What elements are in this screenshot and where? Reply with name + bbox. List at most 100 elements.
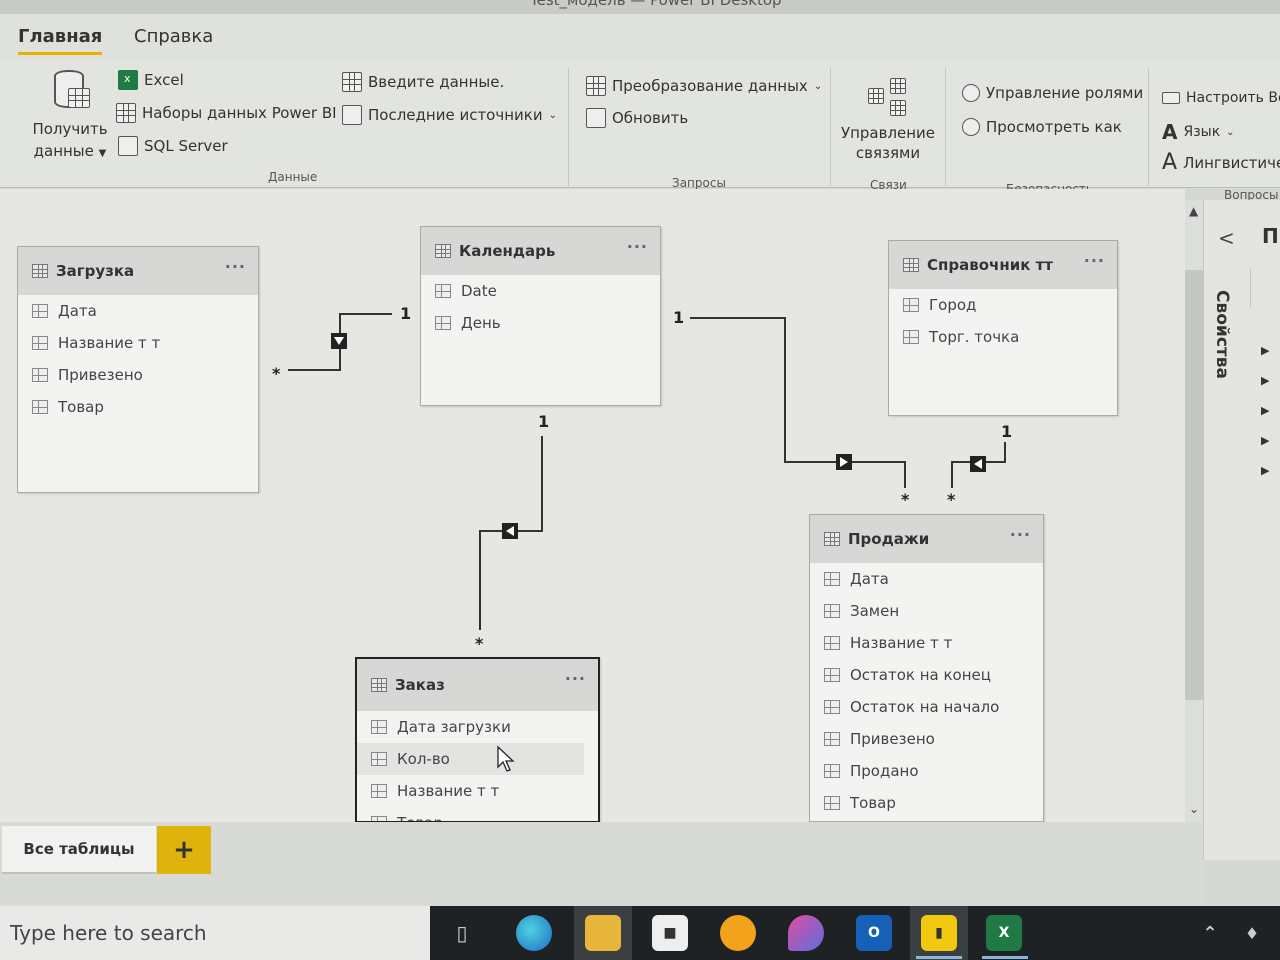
field-icon	[824, 764, 840, 778]
table-header[interactable]: Заказ ···	[357, 659, 598, 711]
field-row[interactable]: Продано	[810, 755, 1043, 787]
edge-browser-icon[interactable]	[516, 915, 552, 951]
scroll-down-icon[interactable]: ⌄	[1189, 802, 1200, 816]
field-row[interactable]: Дата	[18, 295, 258, 327]
tab-all-tables[interactable]: Все таблицы	[2, 826, 156, 874]
more-options-icon[interactable]: ···	[564, 669, 586, 688]
powerbi-datasets-button[interactable]: Наборы данных Power BI	[116, 103, 337, 123]
field-row[interactable]: Город	[889, 289, 1117, 321]
search-box[interactable]	[1250, 268, 1280, 308]
tab-help[interactable]: Справка	[134, 26, 214, 47]
field-row[interactable]: Торг. точка	[889, 321, 1117, 353]
chevron-right-icon[interactable]: ▶	[1261, 344, 1270, 357]
field-icon	[32, 304, 48, 318]
scroll-up-icon[interactable]: ▲	[1189, 204, 1199, 218]
task-view-icon[interactable]: ▯	[456, 921, 468, 945]
language-button[interactable]: A Язык ⌄	[1162, 120, 1235, 144]
maps-icon[interactable]	[788, 915, 824, 951]
field-row[interactable]: Название т т	[810, 627, 1043, 659]
table-icon	[435, 244, 451, 258]
ribbon-separator	[1148, 68, 1149, 186]
field-row[interactable]: Дата загрузки	[357, 711, 598, 743]
field-label: Продано	[850, 762, 919, 780]
refresh-button[interactable]: Обновить	[586, 108, 688, 128]
tray-icon[interactable]: ♦	[1244, 923, 1260, 943]
chevron-up-icon[interactable]: ⌃	[1202, 922, 1218, 944]
chevron-left-icon[interactable]: <	[1218, 226, 1235, 250]
view-as-label: Просмотреть как	[986, 118, 1122, 136]
scroll-thumb[interactable]	[1185, 270, 1203, 700]
field-row[interactable]: Товар	[810, 787, 1043, 819]
file-explorer-icon[interactable]	[585, 915, 621, 951]
table-header[interactable]: Календарь ···	[421, 227, 660, 275]
table-card-calendar[interactable]: Календарь ··· Date День	[420, 226, 661, 406]
add-layout-button[interactable]: +	[157, 826, 211, 874]
field-label: Название т т	[850, 634, 953, 652]
tab-home[interactable]: Главная	[18, 26, 103, 55]
table-header[interactable]: Справочник тт ···	[889, 241, 1117, 289]
table-title: Загрузка	[56, 262, 135, 280]
view-as-button[interactable]: Просмотреть как	[962, 118, 1122, 136]
table-card-zakaz[interactable]: Заказ ··· Дата загрузки Кол-во Название …	[355, 657, 600, 823]
field-label: Кол-во	[397, 750, 450, 768]
field-icon	[903, 330, 919, 344]
chevron-right-icon[interactable]: ▶	[1261, 464, 1270, 477]
linguistics-button[interactable]: A Лингвистиче	[1162, 150, 1280, 175]
cardinality-many-label: *	[272, 364, 281, 383]
more-options-icon[interactable]: ···	[1083, 251, 1105, 270]
more-options-icon[interactable]: ···	[1009, 525, 1031, 544]
recent-sources-button[interactable]: Последние источники ⌄	[342, 105, 557, 125]
table-header[interactable]: Загрузка ···	[18, 247, 258, 295]
field-row[interactable]: Название т т	[18, 327, 258, 359]
table-icon	[824, 532, 840, 546]
chevron-right-icon[interactable]: ▶	[1261, 434, 1270, 447]
field-row[interactable]: Замен	[810, 595, 1043, 627]
field-row[interactable]: Остаток на начало	[810, 691, 1043, 723]
field-label: Торг. точка	[929, 328, 1020, 346]
get-data-button[interactable]: Получить данные ▼	[30, 66, 110, 166]
sql-server-button[interactable]: SQL Server	[118, 136, 228, 156]
field-row[interactable]: Привезено	[18, 359, 258, 391]
transform-data-button[interactable]: Преобразование данных ⌄	[586, 76, 822, 96]
field-row[interactable]: Кол-во	[357, 743, 584, 775]
field-icon	[824, 636, 840, 650]
excel-taskbar-icon[interactable]: X	[986, 915, 1022, 951]
table-header[interactable]: Продажи ···	[810, 515, 1043, 563]
table-card-spravochnik[interactable]: Справочник тт ··· Город Торг. точка	[888, 240, 1118, 416]
canvas-vertical-scrollbar[interactable]: ▲ ⌄	[1185, 200, 1203, 822]
outlook-icon[interactable]: O	[856, 915, 892, 951]
chevron-right-icon[interactable]: ▶	[1261, 374, 1270, 387]
field-row[interactable]: Привезено	[810, 723, 1043, 755]
manage-roles-button[interactable]: Управление ролями	[962, 84, 1143, 102]
manage-relationships-button[interactable]: Управление связями	[840, 78, 936, 162]
get-data-label-2: данные	[33, 142, 94, 160]
qa-setup-icon	[1162, 92, 1180, 104]
more-options-icon[interactable]: ···	[626, 237, 648, 256]
powerbi-icon[interactable]: ▮	[921, 915, 957, 951]
field-row[interactable]: Остаток на конец	[810, 659, 1043, 691]
excel-icon	[118, 70, 138, 90]
field-icon	[824, 700, 840, 714]
field-row[interactable]: Товар	[18, 391, 258, 423]
table-card-zagruzka[interactable]: Загрузка ··· Дата Название т т Привезено…	[17, 246, 259, 493]
language-icon: A	[1162, 120, 1178, 144]
table-card-prodazhi[interactable]: Продажи ··· Дата Замен Название т т Оста…	[809, 514, 1044, 822]
field-row[interactable]: Дата	[810, 563, 1043, 595]
field-row[interactable]: Товар	[357, 807, 598, 821]
qa-setup-button[interactable]: Настроить Во	[1162, 90, 1280, 106]
title-bar: Test_модель — Power BI Desktop	[0, 0, 1280, 14]
field-icon	[824, 604, 840, 618]
chevron-right-icon[interactable]: ▶	[1261, 404, 1270, 417]
store-icon[interactable]: ■	[652, 915, 688, 951]
field-row[interactable]: Date	[421, 275, 660, 307]
field-row[interactable]: Название т т	[357, 775, 598, 807]
refresh-label: Обновить	[612, 109, 689, 127]
field-row[interactable]: День	[421, 307, 660, 339]
enter-data-button[interactable]: Введите данные.	[342, 72, 504, 92]
taskbar-search-input[interactable]: Type here to search	[0, 906, 430, 960]
app-icon[interactable]	[720, 915, 756, 951]
excel-button[interactable]: Excel	[118, 70, 184, 90]
transform-icon	[586, 76, 606, 96]
properties-tab-label[interactable]: Свойства	[1212, 290, 1232, 379]
more-options-icon[interactable]: ···	[224, 257, 246, 276]
